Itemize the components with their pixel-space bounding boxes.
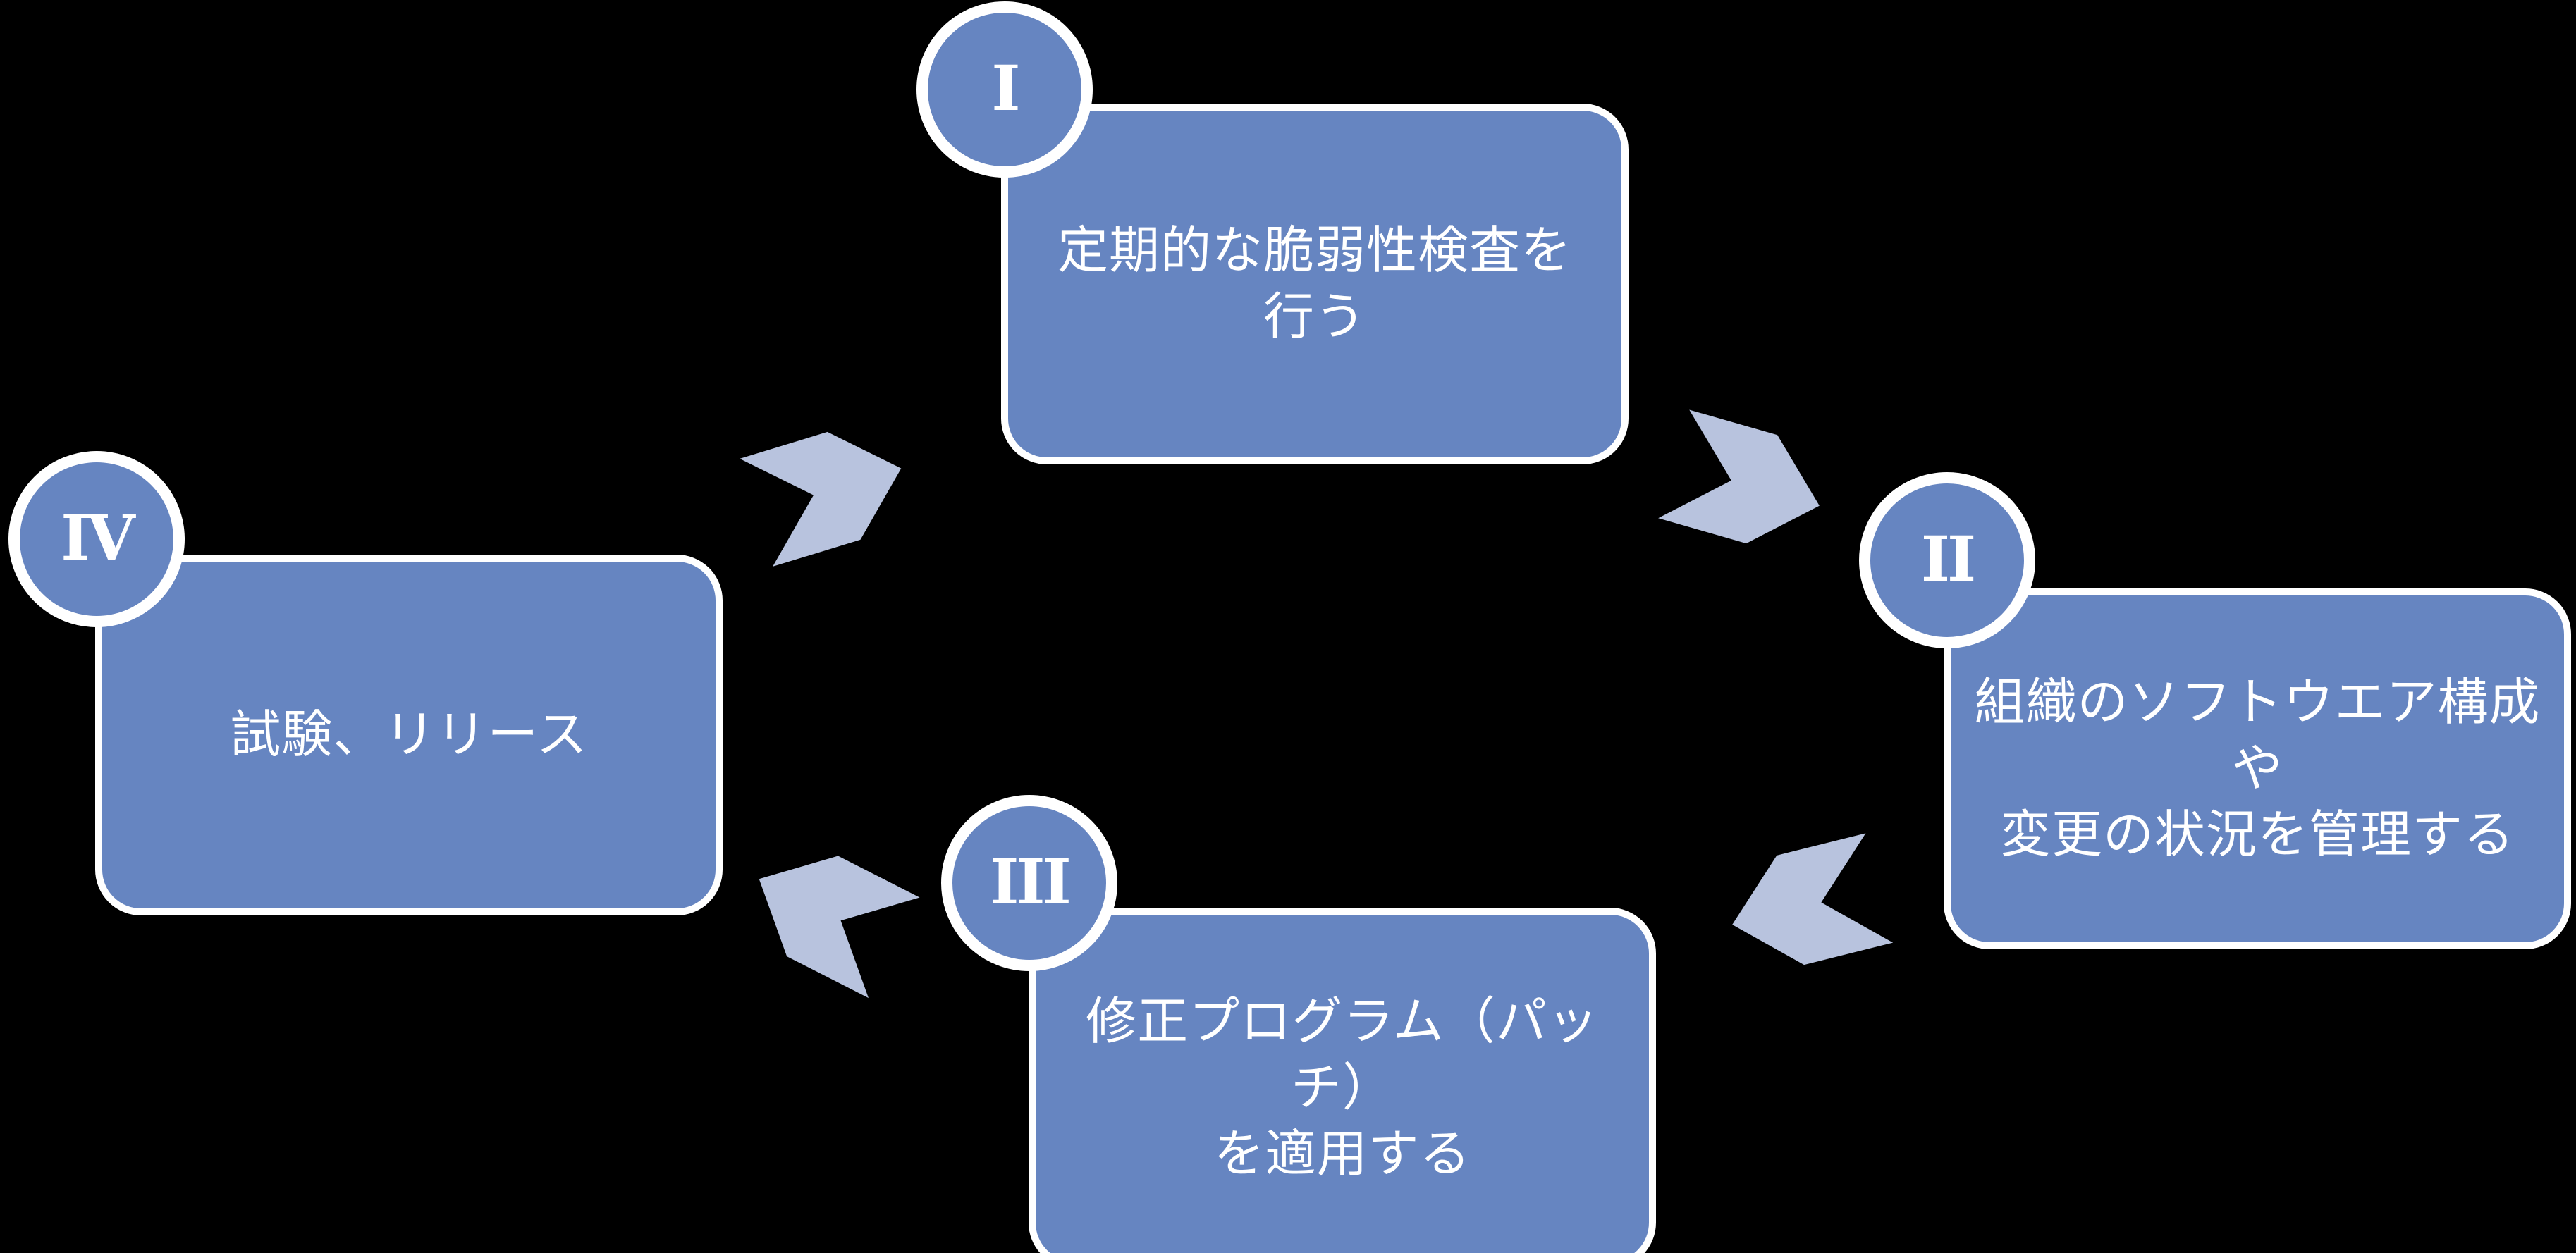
chevron-arrow-iv-to-i-icon (740, 431, 902, 567)
cycle-step-4-badge: IV (8, 451, 185, 627)
cycle-step-2-box: 組織のソフトウエア構成や 変更の状況を管理する (1944, 588, 2571, 949)
cycle-step-4-label: 試験、リリース (230, 707, 588, 763)
cycle-step-4-box: 試験、リリース (95, 555, 723, 915)
cycle-step-1-numeral: I (991, 51, 1020, 125)
cycle-step-4-numeral: IV (61, 501, 135, 574)
cycle-step-3-badge: III (941, 795, 1117, 971)
cycle-step-2-numeral: II (1920, 522, 1976, 595)
cycle-step-2-label: 組織のソフトウエア構成や 変更の状況を管理する (1974, 674, 2541, 863)
cycle-step-3-numeral: III (990, 845, 1071, 918)
cycle-step-2-badge: II (1859, 472, 2035, 648)
cycle-step-3-box: 修正プログラム（パッチ） を適用する (1029, 908, 1656, 1253)
cycle-step-1-label: 定期的な脆弱性検査を 行う (1057, 223, 1572, 345)
chevron-arrow-ii-to-iii-icon (1732, 833, 1894, 965)
cycle-step-1-badge: I (916, 1, 1093, 178)
chevron-arrow-iii-to-iv-icon (759, 856, 920, 999)
cycle-step-3-label: 修正プログラム（パッチ） を適用する (1086, 994, 1599, 1183)
cycle-step-1-box: 定期的な脆弱性検査を 行う (1001, 104, 1629, 464)
chevron-arrow-i-to-ii-icon (1658, 409, 1820, 544)
